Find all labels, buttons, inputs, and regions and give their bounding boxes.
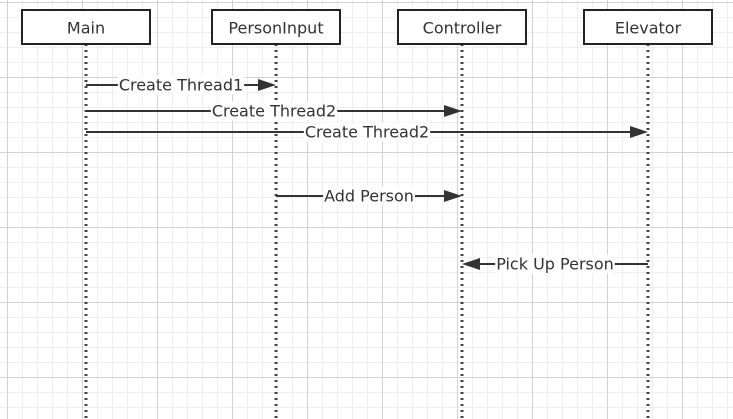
arrowhead-icon — [258, 79, 276, 91]
lifeline-elevator: Elevator — [583, 9, 713, 419]
lifeline-main: Main — [21, 9, 151, 419]
message-label: Create Thread2 — [305, 123, 429, 142]
message-label: Pick Up Person — [496, 255, 614, 274]
arrowhead-icon — [444, 190, 462, 202]
lifeline-box[interactable] — [397, 9, 527, 45]
message-label-background — [117, 75, 245, 95]
lifeline-personinput: PersonInput — [211, 9, 341, 419]
lifeline-label: Main — [67, 19, 105, 38]
message-arrow[interactable]: Pick Up Person — [462, 254, 648, 274]
message-label: Create Thread1 — [119, 76, 243, 95]
message-label: Add Person — [324, 187, 414, 206]
message-label-background — [323, 186, 415, 206]
message-label: Create Thread2 — [212, 102, 336, 121]
message-arrow[interactable]: Create Thread2 — [86, 101, 462, 121]
message-arrow[interactable]: Create Thread1 — [86, 75, 276, 95]
lifeline-box[interactable] — [21, 9, 151, 45]
message-arrow[interactable]: Create Thread2 — [86, 122, 648, 142]
lifeline-controller: Controller — [397, 9, 527, 419]
lifelines-layer: Main PersonInput Controller Elevator — [21, 9, 713, 419]
lifeline-box[interactable] — [583, 9, 713, 45]
lifeline-label: Controller — [423, 19, 502, 38]
arrowhead-icon — [630, 126, 648, 138]
arrowhead-icon — [462, 258, 480, 270]
message-arrow[interactable]: Add Person — [276, 186, 462, 206]
lifeline-label: Elevator — [615, 19, 682, 38]
message-label-background — [303, 122, 431, 142]
lifeline-box[interactable] — [211, 9, 341, 45]
lifeline-label: PersonInput — [228, 19, 323, 38]
arrowhead-icon — [444, 105, 462, 117]
message-label-background — [495, 254, 615, 274]
message-label-background — [210, 101, 338, 121]
